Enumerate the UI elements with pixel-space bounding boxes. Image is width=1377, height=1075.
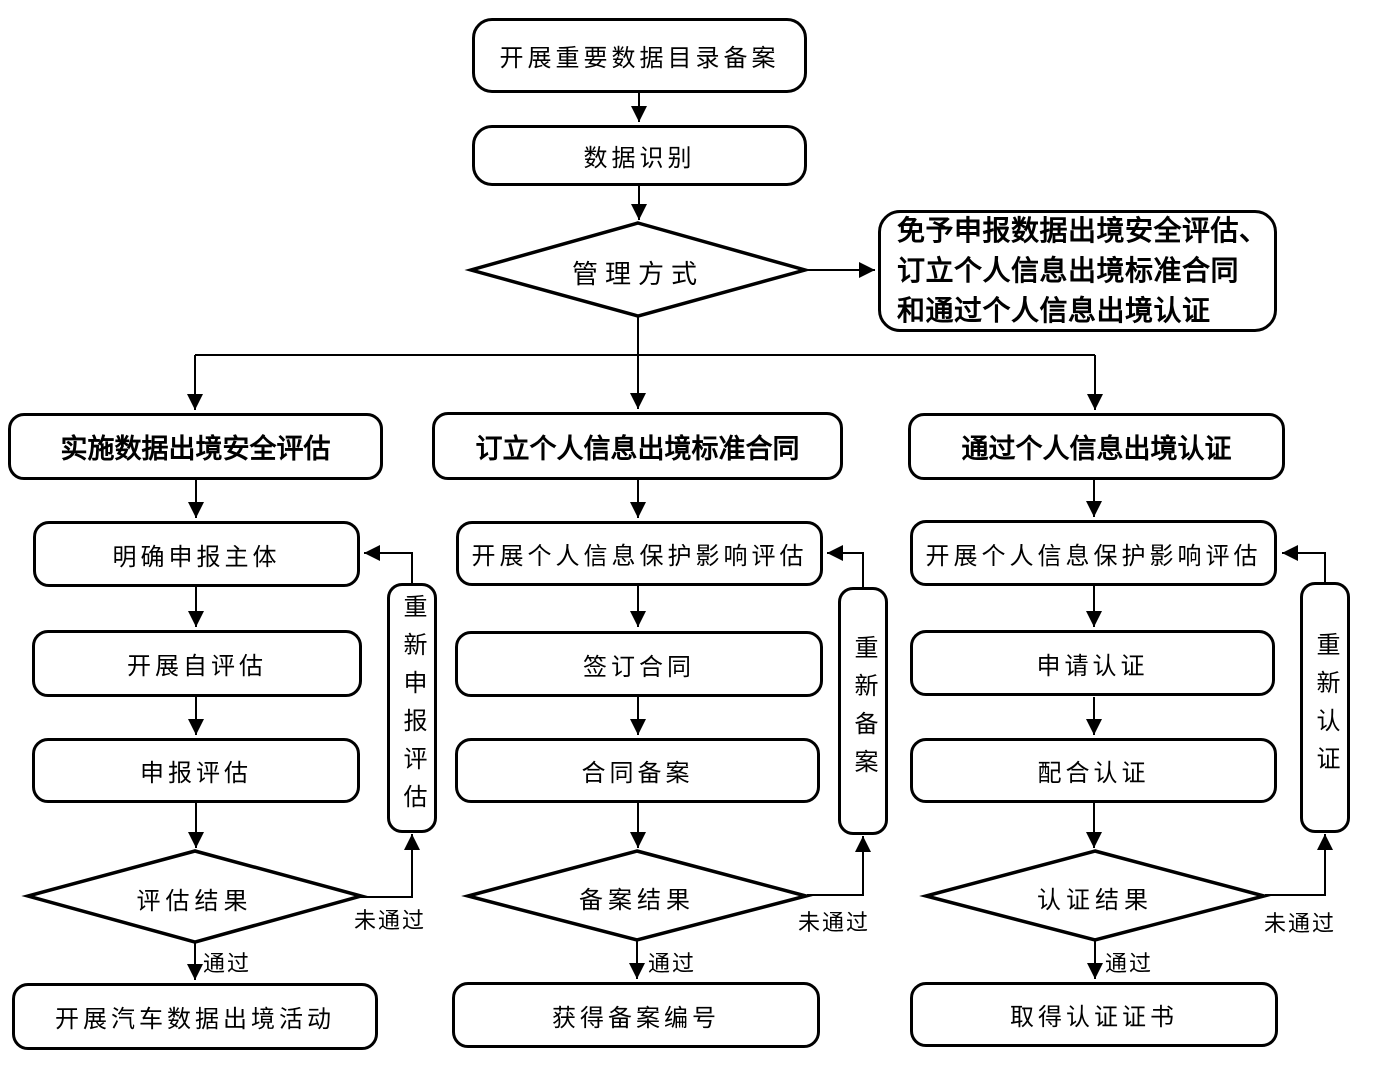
node-filing-number-label: 获得备案编号 xyxy=(552,1005,720,1032)
decision-management-mode-shape xyxy=(464,221,812,318)
decision-management-mode-label: 管理方式 xyxy=(571,260,704,289)
node-certificate-obtained: 取得认证证书 xyxy=(910,982,1278,1047)
node-retry-filing: 重新备案 xyxy=(838,587,888,835)
node-cooperate-certification-label: 配合认证 xyxy=(1037,761,1150,787)
node-contract-header: 订立个人信息出境标准合同 xyxy=(432,412,843,480)
node-certification-header-label: 通过个人信息出境认证 xyxy=(961,434,1232,465)
node-certification-header: 通过个人信息出境认证 xyxy=(908,413,1285,480)
edge-label-b3-fail: 未通过 xyxy=(1264,911,1337,936)
decision-assessment-result-shape xyxy=(21,849,368,944)
node-sign-contract-label: 签订合同 xyxy=(583,654,695,681)
node-retry-filing-label: 重新备案 xyxy=(850,635,876,787)
node-define-subject: 明确申报主体 xyxy=(33,521,360,587)
edge-label-b2-pass: 通过 xyxy=(648,951,697,976)
node-exemption-line-2: 订立个人信息出境标准合同 xyxy=(897,254,1240,287)
node-exemption-line-3: 和通过个人信息出境认证 xyxy=(897,294,1211,327)
node-pia-certification-label: 开展个人信息保护影响评估 xyxy=(925,543,1262,570)
node-retry-certification: 重新认证 xyxy=(1300,582,1350,833)
node-self-assessment: 开展自评估 xyxy=(32,630,362,697)
node-catalog-filing-label: 开展重要数据目录备案 xyxy=(499,46,780,72)
edge-b3-fail-to-retry xyxy=(1265,834,1333,896)
node-cooperate-certification: 配合认证 xyxy=(910,738,1277,803)
node-catalog-filing: 开展重要数据目录备案 xyxy=(472,18,807,93)
node-retry-certification-label: 重新认证 xyxy=(1312,631,1338,784)
node-assessment-header: 实施数据出境安全评估 xyxy=(8,413,383,480)
node-contract-filing-label: 合同备案 xyxy=(581,761,694,787)
node-pia-contract: 开展个人信息保护影响评估 xyxy=(456,521,823,586)
edge-b3-retry-back xyxy=(1282,545,1326,582)
node-retry-assessment: 重新申报评估 xyxy=(387,583,437,833)
decision-certification-result-shape xyxy=(919,849,1271,942)
node-assessment-result-box: 开展汽车数据出境活动 xyxy=(12,983,378,1050)
node-apply-certification: 申请认证 xyxy=(910,630,1275,696)
node-sign-contract: 签订合同 xyxy=(455,631,823,697)
edge-label-b1-pass: 通过 xyxy=(203,951,252,976)
node-exemption-line-1: 免予申报数据出境安全评估、 xyxy=(897,214,1268,247)
edge-label-b2-fail: 未通过 xyxy=(798,910,871,935)
node-certificate-obtained-label: 取得认证证书 xyxy=(1010,1005,1178,1031)
node-apply-certification-label: 申请认证 xyxy=(1036,653,1149,680)
edge-b1-retry-back xyxy=(364,545,413,583)
node-define-subject-label: 明确申报主体 xyxy=(112,544,281,571)
edge-b2-fail-to-retry xyxy=(807,836,871,896)
node-data-identification: 数据识别 xyxy=(472,125,807,186)
node-pia-certification: 开展个人信息保护影响评估 xyxy=(910,520,1277,586)
node-assessment-result-box-label: 开展汽车数据出境活动 xyxy=(55,1007,335,1033)
decision-filing-result-label: 备案结果 xyxy=(579,888,695,914)
edge-b1-fail-to-retry xyxy=(360,834,420,898)
node-exemption: 免予申报数据出境安全评估、 订立个人信息出境标准合同 和通过个人信息出境认证 xyxy=(878,210,1277,332)
decision-filing-result-shape xyxy=(461,849,813,942)
node-self-assessment-label: 开展自评估 xyxy=(127,654,267,680)
decision-assessment-result-label: 评估结果 xyxy=(136,889,253,915)
node-filing-number: 获得备案编号 xyxy=(452,982,820,1048)
edge-label-b1-fail: 未通过 xyxy=(354,908,427,933)
node-declare-assessment: 申报评估 xyxy=(32,738,360,803)
node-retry-assessment-label: 重新申报评估 xyxy=(399,594,425,822)
decision-certification-result-label: 认证结果 xyxy=(1037,888,1153,914)
node-data-identification-label: 数据识别 xyxy=(583,146,696,172)
edge-b2-retry-back xyxy=(827,545,864,587)
node-declare-assessment-label: 申报评估 xyxy=(140,761,252,787)
edge-label-b3-pass: 通过 xyxy=(1105,951,1154,976)
node-assessment-header-label: 实施数据出境安全评估 xyxy=(60,434,331,465)
node-contract-header-label: 订立个人信息出境标准合同 xyxy=(475,433,800,465)
node-contract-filing: 合同备案 xyxy=(455,738,820,803)
node-pia-contract-label: 开展个人信息保护影响评估 xyxy=(471,544,808,570)
